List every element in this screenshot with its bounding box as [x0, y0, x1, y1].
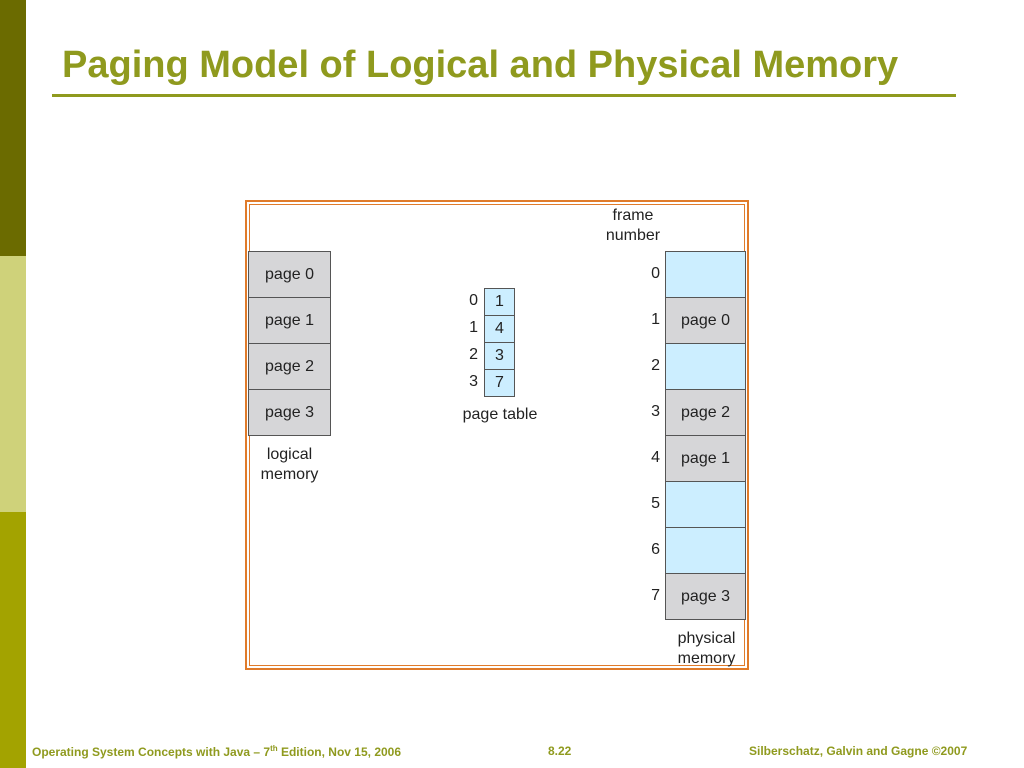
frame-number-5: 5: [651, 495, 660, 512]
frame-number-4: 4: [651, 449, 660, 466]
logical-page-1: page 1: [248, 297, 331, 344]
logical-page-0: page 0: [248, 251, 331, 298]
frame-number-2: 2: [651, 357, 660, 374]
logical-memory-label-line2: memory: [260, 466, 319, 483]
slide-title: Paging Model of Logical and Physical Mem…: [62, 44, 899, 86]
page-table-index-3: 3: [469, 373, 478, 390]
side-bar-mid: [0, 512, 26, 768]
physical-frame-0: [665, 251, 746, 298]
frame-number-6: 6: [651, 541, 660, 558]
page-table-index-1: 1: [469, 319, 478, 336]
frame-number-1: 1: [651, 311, 660, 328]
physical-frame-1: page 0: [665, 297, 746, 344]
side-bar-light: [0, 256, 26, 512]
page-table-entry-1: 4: [484, 315, 515, 343]
page-table-entry-3: 7: [484, 369, 515, 397]
logical-page-3: page 3: [248, 389, 331, 436]
page-table-index-2: 2: [469, 346, 478, 363]
side-bar-dark: [0, 0, 26, 256]
physical-frame-7: page 3: [665, 573, 746, 620]
footer-left-suffix: Edition, Nov 15, 2006: [277, 745, 402, 759]
frame-number-0: 0: [651, 265, 660, 282]
page-table-index-0: 0: [469, 292, 478, 309]
page-table-label: page table: [462, 406, 538, 423]
physical-frame-6: [665, 527, 746, 574]
logical-page-2: page 2: [248, 343, 331, 390]
diagram-frame-inner: [249, 204, 745, 666]
diagram-frame: [245, 200, 749, 670]
footer-slide-number: 8.22: [548, 744, 572, 758]
footer-left-sup: th: [270, 744, 278, 753]
physical-frame-2: [665, 343, 746, 390]
footer-left-prefix: Operating System Concepts with Java – 7: [32, 745, 271, 759]
frame-number-3: 3: [651, 403, 660, 420]
physical-memory-label-line2: memory: [677, 650, 736, 667]
logical-memory-label-line1: logical: [266, 446, 313, 463]
physical-frame-4: page 1: [665, 435, 746, 482]
footer-right: Silberschatz, Galvin and Gagne ©2007: [749, 744, 968, 758]
physical-frame-3: page 2: [665, 389, 746, 436]
page-table-entry-0: 1: [484, 288, 515, 316]
title-underline: [52, 94, 956, 97]
frame-number-7: 7: [651, 587, 660, 604]
frame-number-label-line1: frame: [612, 207, 654, 224]
physical-frame-5: [665, 481, 746, 528]
page-table-entry-2: 3: [484, 342, 515, 370]
physical-memory-label-line1: physical: [677, 630, 736, 647]
frame-number-label-line2: number: [605, 227, 661, 244]
footer-left: Operating System Concepts with Java – 7t…: [32, 744, 401, 759]
